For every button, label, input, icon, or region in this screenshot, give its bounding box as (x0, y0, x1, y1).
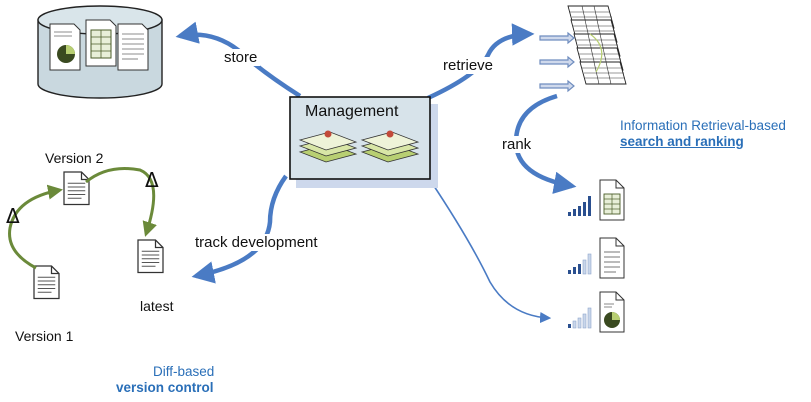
management-label: Management (305, 103, 399, 120)
diff-caption-line1: Diff-based (153, 364, 215, 379)
delta-right-symbol: Δ (145, 168, 159, 192)
management-to-bottom-doc-arrow (429, 179, 552, 324)
retrieve-label: retrieve (440, 57, 497, 74)
retrieve-arrow (427, 23, 535, 101)
ir-caption-line1: Information Retrieval-based (620, 118, 786, 133)
ranking-bars-icon (568, 307, 592, 329)
version-1-label: Version 1 (15, 328, 74, 344)
ranked-result-3 (568, 291, 625, 333)
document-stack-icon (360, 130, 420, 163)
ranked-result-1 (568, 179, 625, 221)
track-development-label: track development (192, 234, 321, 251)
database-icon (37, 5, 163, 99)
diff-caption-line2: version control (116, 380, 214, 395)
ir-caption-line2: search and ranking (620, 134, 744, 149)
ranking-bars-icon (568, 253, 592, 275)
retrieved-sheets-icon (539, 5, 627, 93)
track-development-arrow (191, 174, 288, 284)
version-1-document-scaled (33, 265, 60, 300)
rank-label: rank (499, 136, 535, 153)
delta-left-symbol: Δ (6, 204, 20, 228)
document-stack-icon (298, 130, 358, 163)
ranking-bars-icon (568, 196, 591, 216)
spreadsheet-icon (599, 179, 625, 221)
document-icon (599, 237, 625, 279)
ranked-result-2 (568, 237, 625, 279)
latest-label: latest (140, 298, 174, 314)
delta-arrow-right (85, 167, 157, 237)
version-2-label: Version 2 (45, 150, 104, 166)
delta-arrow-left (8, 184, 63, 270)
management-box (289, 96, 438, 188)
version-2-document-scaled (63, 171, 90, 206)
store-label: store (221, 49, 261, 66)
latest-document-scaled (137, 239, 164, 274)
pie-chart-icon (599, 291, 625, 333)
